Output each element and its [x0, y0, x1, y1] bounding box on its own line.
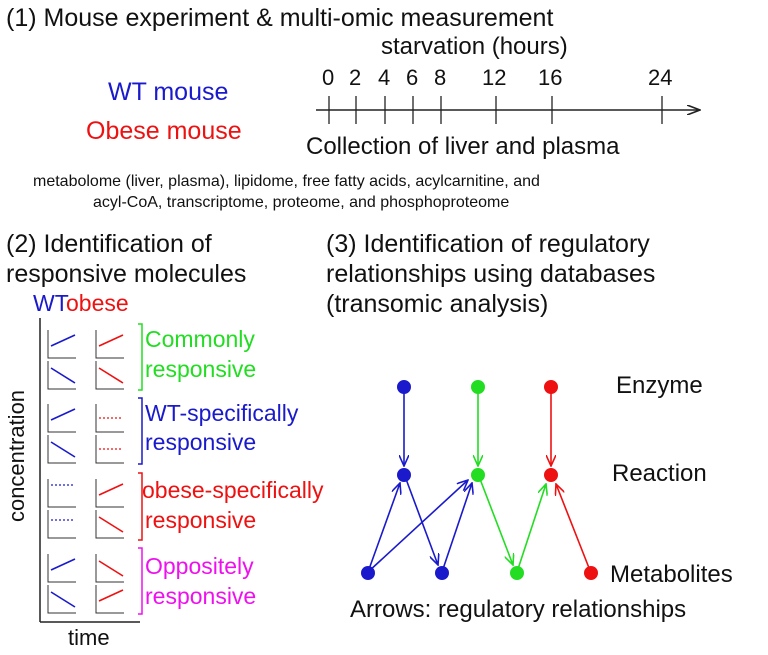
category-commonly-line1: Commonly — [145, 326, 255, 352]
enzyme-node-red — [544, 380, 558, 394]
layer-metabolites-label: Metabolites — [610, 561, 733, 588]
wt-response-line — [50, 408, 76, 421]
edge-met4-to-reaction3 — [556, 484, 592, 574]
tick-label-8: 8 — [434, 65, 447, 90]
bracket-obese-specific — [138, 472, 143, 541]
mini-panel-frame — [95, 585, 124, 614]
category-commonly-line2: responsive — [145, 356, 257, 382]
x-axis-label: time — [68, 625, 110, 650]
enzyme-node-blue — [397, 380, 411, 394]
mini-panel-frame — [47, 435, 76, 464]
category-obese-specific-line2: responsive — [145, 507, 257, 533]
mini-panel-frame — [47, 479, 76, 508]
bracket-wt-specific — [138, 397, 143, 465]
tick-label-4: 4 — [378, 65, 391, 90]
category-oppositely-line1: Oppositely — [145, 553, 254, 579]
transomic-network — [361, 380, 598, 580]
collection-label: Collection of liver and plasma — [306, 133, 620, 160]
section3-title-line2: relationships using databases — [326, 260, 656, 288]
metabolite-node-green — [510, 566, 524, 580]
mini-panel-frame — [95, 361, 124, 390]
bracket-oppositely — [138, 547, 143, 615]
category-brackets — [138, 323, 143, 615]
section2-title-line1: (2) Identification of — [6, 230, 212, 258]
timeline — [316, 96, 700, 124]
enzyme-node-green — [471, 380, 485, 394]
edge-reaction2-to-met3 — [479, 478, 513, 565]
wt-response-line — [50, 591, 76, 608]
category-wt-specific-line2: responsive — [145, 429, 257, 455]
mini-panel-frame — [47, 404, 76, 433]
mini-panels — [47, 330, 124, 614]
mini-panel-frame — [95, 510, 124, 539]
timeline-title: starvation (hours) — [381, 33, 568, 60]
wt-response-line — [50, 441, 76, 458]
wt-response-line — [50, 367, 76, 384]
tick-label-6: 6 — [406, 65, 419, 90]
wt-mouse-label: WT mouse — [108, 78, 229, 106]
reaction-node-red — [544, 468, 558, 482]
tick-label-0: 0 — [322, 65, 335, 90]
metabolite-node-blue-2 — [435, 566, 449, 580]
obese-response-line — [98, 560, 124, 577]
mini-panel-frame — [47, 330, 76, 359]
omics-line-2: acyl-CoA, transcriptome, proteome, and p… — [93, 194, 510, 211]
obese-response-line — [98, 483, 124, 496]
mini-panel-frame — [95, 330, 124, 359]
arrows-caption: Arrows: regulatory relationships — [350, 596, 687, 623]
tick-label-2: 2 — [349, 65, 362, 90]
obese-response-line — [98, 516, 124, 533]
section3-title-line3: (transomic analysis) — [326, 290, 549, 318]
edge-met3-to-reaction3 — [516, 484, 546, 573]
layer-reaction-label: Reaction — [612, 460, 707, 487]
wt-response-line — [50, 334, 76, 347]
layer-enzyme-label: Enzyme — [616, 372, 703, 399]
mini-panel-frame — [47, 361, 76, 390]
obese-response-line — [98, 367, 124, 384]
mini-panel-frame — [95, 554, 124, 583]
category-wt-specific-line1: WT-specifically — [145, 400, 299, 426]
metabolite-node-red — [584, 566, 598, 580]
mini-panel-frame — [95, 435, 124, 464]
obese-header: obese — [66, 290, 129, 316]
mini-panel-frame — [47, 554, 76, 583]
section2-title-line2: responsive molecules — [6, 260, 247, 288]
edge-met1-to-reaction2 — [367, 480, 468, 573]
tick-label-24: 24 — [648, 65, 673, 90]
reaction-node-blue — [397, 468, 411, 482]
category-oppositely-line2: responsive — [145, 583, 257, 609]
obese-mouse-label: Obese mouse — [86, 117, 242, 145]
tick-label-16: 16 — [538, 65, 563, 90]
wt-response-line — [50, 558, 76, 571]
section1-title: (1) Mouse experiment & multi-omic measur… — [6, 4, 554, 32]
obese-response-line — [98, 334, 124, 347]
section3-title-line1: (3) Identification of regulatory — [326, 230, 650, 258]
wt-header: WT — [33, 290, 69, 316]
category-obese-specific-line1: obese-specifically — [142, 477, 324, 503]
metabolite-node-blue-1 — [361, 566, 375, 580]
reaction-node-green — [471, 468, 485, 482]
edge-met2-to-reaction2 — [441, 483, 472, 573]
tick-label-12: 12 — [482, 65, 507, 90]
edge-met1-to-reaction1 — [367, 483, 400, 573]
mini-panel-frame — [47, 510, 76, 539]
omics-line-1: metabolome (liver, plasma), lipidome, fr… — [33, 173, 540, 190]
bracket-commonly — [138, 323, 143, 391]
mini-panel-frame — [95, 404, 124, 433]
mini-panel-frame — [47, 585, 76, 614]
mini-panel-frame — [95, 479, 124, 508]
obese-response-line — [98, 589, 124, 602]
response-plot-axes — [39, 318, 140, 623]
